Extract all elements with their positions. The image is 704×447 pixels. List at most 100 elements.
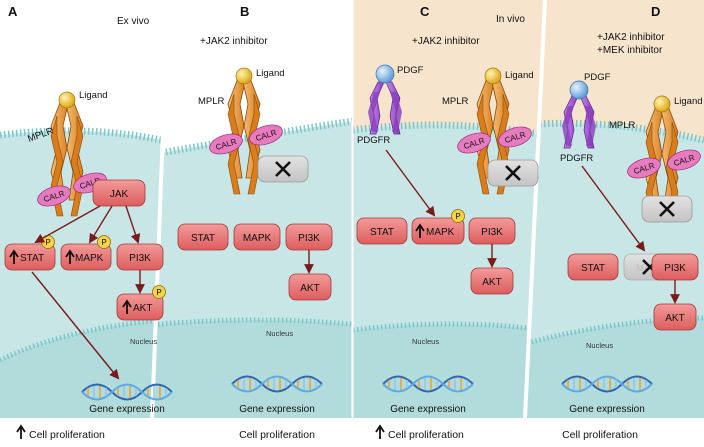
arrows-d <box>581 165 680 304</box>
calr-d: CALR CALR <box>627 149 701 179</box>
panel-letter-a: A <box>8 4 18 19</box>
pdgf-label-d: PDGF <box>584 72 611 83</box>
separator-cd <box>523 0 547 419</box>
pi3k-label-a: PI3K <box>129 253 151 264</box>
stat-label-c: STAT <box>370 227 394 238</box>
stat-box-a: STAT P <box>4 235 56 271</box>
mplr-label-b: MPLR <box>198 96 225 107</box>
stat-box-c: STAT <box>356 217 408 245</box>
jak-inhibited-d <box>641 195 693 223</box>
stat-label-d: STAT <box>581 263 605 274</box>
arrows-c <box>385 149 497 268</box>
mapk-box-a: MAPK P <box>60 235 112 271</box>
akt-label-b: AKT <box>300 283 319 294</box>
calr-a: CALR CALR <box>37 172 107 207</box>
stat-box-b: STAT <box>177 223 229 251</box>
mplr-label-c: MPLR <box>442 96 469 107</box>
phospho-label-akt: P <box>156 288 161 297</box>
panel-c-treatment: +JAK2 inhibitor <box>412 36 480 47</box>
panel-letter-c: C <box>420 4 430 19</box>
dna-icon <box>561 375 653 393</box>
pi3k-box-d-real: PI3K <box>651 253 699 281</box>
ligand-d <box>653 95 671 113</box>
phospho-badge-icon <box>152 285 166 299</box>
pi3k-label-d: PI3K <box>664 263 686 274</box>
ligand-a <box>58 91 76 109</box>
jak-label-a: JAK <box>110 189 129 200</box>
inhibition-x-icon <box>275 161 291 177</box>
gene-expression-c: Gene expression <box>390 404 466 415</box>
up-arrow-icon <box>65 249 75 264</box>
pi3k-box-b: PI3K <box>285 223 333 251</box>
akt-label-a: AKT <box>133 303 152 314</box>
calr-c: CALR CALR <box>457 126 532 154</box>
pdgfr-receptor-c <box>368 64 402 135</box>
mplr-receptor-b <box>227 67 261 195</box>
mapk-box-b: MAPK <box>233 223 281 251</box>
separator-ab <box>150 0 170 419</box>
pi3k-label-c: PI3K <box>481 227 503 238</box>
pdgfr-receptor-d <box>562 80 596 149</box>
akt-label-d: AKT <box>665 313 684 324</box>
inhibition-x-icon <box>659 201 675 217</box>
up-arrow-icon <box>375 424 385 439</box>
panel-letter-d: D <box>651 4 660 19</box>
panel-a-cell <box>0 127 164 447</box>
akt-box-d: AKT <box>653 303 697 331</box>
pi3k-box-a: PI3K <box>116 243 164 271</box>
akt-box-b: AKT <box>288 273 332 301</box>
mapk-label-a: MAPK <box>75 253 104 264</box>
panel-c-cell <box>353 121 541 447</box>
arrows-a <box>31 205 145 380</box>
dna-icon <box>382 375 474 393</box>
phospho-label-stat: P <box>45 238 50 247</box>
panel-letter-b: B <box>240 4 249 19</box>
jak-inhibited-c <box>487 159 539 187</box>
stat-label-a: STAT <box>20 253 44 264</box>
ligand-label-b: Ligand <box>256 68 285 79</box>
nucleus-label-a: Nucleus <box>130 337 157 346</box>
panel-d-treatment-1: +JAK2 inhibitor <box>597 32 665 43</box>
jak-box-a: JAK <box>92 179 146 207</box>
panel-d-treatment-2: +MEK inhibitor <box>597 45 663 56</box>
stat-box-d: STAT <box>567 253 619 281</box>
gene-expression-d: Gene expression <box>569 404 645 415</box>
outcome-d: Cell proliferation <box>562 429 638 441</box>
ligand-c <box>484 67 502 85</box>
pdgf-d <box>569 80 589 100</box>
dna-icon <box>231 375 323 393</box>
pdgf-label-c: PDGF <box>397 65 424 76</box>
panel-b-cell <box>152 116 352 447</box>
pdgfr-label-d: PDGFR <box>560 153 593 164</box>
ligand-b <box>235 67 253 85</box>
akt-box-c: AKT <box>470 267 514 295</box>
phospho-label-mapk: P <box>101 238 106 247</box>
pi3k-box-c: PI3K <box>468 217 516 245</box>
mapk-box-c: MAPK P <box>411 209 465 245</box>
gene-expression-a: Gene expression <box>89 404 165 415</box>
mapk-label-c: MAPK <box>426 227 455 238</box>
dna-icon <box>81 383 173 401</box>
akt-label-c: AKT <box>482 277 501 288</box>
panel-b-treatment: +JAK2 inhibitor <box>200 36 268 47</box>
mapk-label-b: MAPK <box>243 233 272 244</box>
nucleus-label-c: Nucleus <box>412 337 439 346</box>
outcome-a: Cell proliferation <box>29 429 105 441</box>
up-arrow-icon <box>9 249 19 264</box>
akt-box-a: AKT P <box>116 285 166 321</box>
jak-inhibited-b <box>257 155 309 183</box>
mplr-label-d: MPLR <box>609 120 636 131</box>
ligand-label-c: Ligand <box>505 70 534 81</box>
gene-expression-b: Gene expression <box>239 404 315 415</box>
nucleus-label-d: Nucleus <box>586 341 613 350</box>
pdgfr-label-c: PDGFR <box>357 135 390 146</box>
pdgf-c <box>375 64 395 84</box>
inhibition-x-icon <box>505 165 521 181</box>
phospho-label-mapk-c: P <box>455 212 460 221</box>
nucleus-label-b: Nucleus <box>266 329 293 338</box>
ligand-label-a: Ligand <box>79 90 108 101</box>
ex-vivo-label: Ex vivo <box>117 16 150 27</box>
pi3k-label-b: PI3K <box>298 233 320 244</box>
